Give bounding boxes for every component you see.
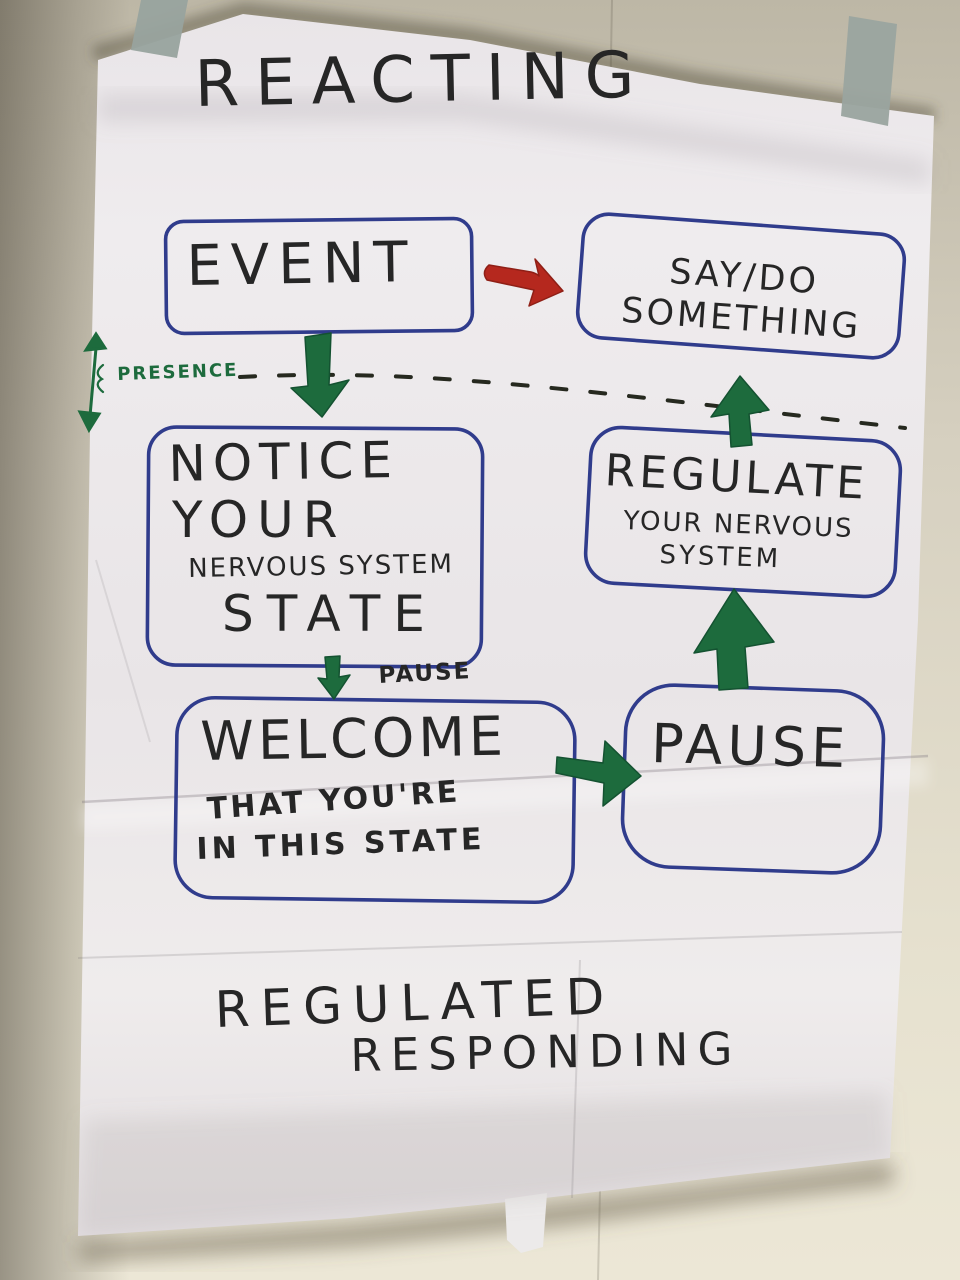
event-box-label: EVENT xyxy=(185,229,418,299)
paper-corner-tab xyxy=(505,1193,547,1253)
regulate-line3: SYSTEM xyxy=(659,540,782,575)
arrow-red-event-to-saydo-icon xyxy=(483,258,564,307)
tape-top-left xyxy=(131,0,188,58)
footer-line2: RESPONDING xyxy=(349,1022,742,1082)
page-title: REACTING xyxy=(193,38,652,122)
welcome-box xyxy=(173,695,577,905)
welcome-line1: WELCOME xyxy=(199,704,508,773)
paper-crease-left xyxy=(95,559,151,743)
paper-top-curl-shade xyxy=(98,95,930,185)
arrow-right-welcome-to-pause-icon xyxy=(555,740,642,807)
presence-double-arrow-icon xyxy=(77,331,108,434)
notice-box xyxy=(145,425,485,669)
paper-fold-secondary xyxy=(77,931,903,959)
arrow-down-notice-to-welcome-icon xyxy=(317,655,351,700)
tape-top-right xyxy=(841,16,897,126)
say-do-box xyxy=(575,212,907,360)
notice-line3: NERVOUS SYSTEM xyxy=(187,549,455,584)
pause-step-label: PAUSE xyxy=(377,658,472,689)
arrow-up-regulate-to-saydo-icon xyxy=(710,375,770,448)
paper-bottom-shade xyxy=(78,1092,890,1236)
paper-fold-main-highlight xyxy=(82,760,928,830)
pause-box-label: PAUSE xyxy=(650,712,852,781)
notice-line4: STATE xyxy=(222,585,438,643)
arrow-down-event-to-notice-icon xyxy=(290,332,350,418)
paper-fold-main xyxy=(81,754,929,804)
paper-sheet xyxy=(78,14,934,1236)
notice-line2: YOUR xyxy=(172,491,347,549)
notice-line1: NOTICE xyxy=(167,430,400,493)
event-box xyxy=(163,216,475,336)
paper-bottom-shadow xyxy=(78,1162,896,1262)
arrow-up-pause-to-regulate-icon xyxy=(693,588,775,691)
